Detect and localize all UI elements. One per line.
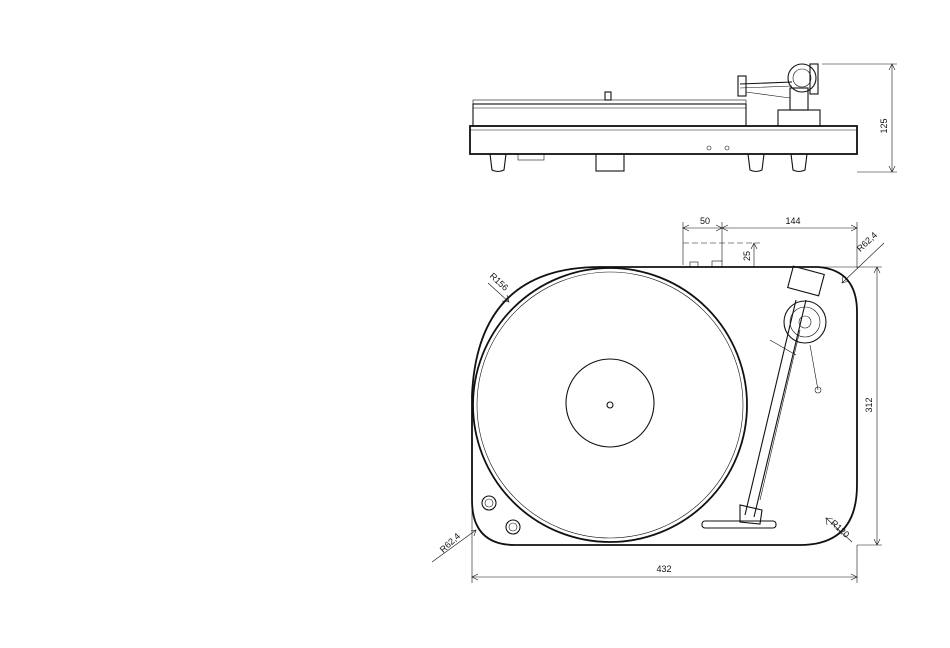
dimension-radius-bottom-right: R120 <box>829 518 852 540</box>
dimension-depth: 312 <box>864 397 874 412</box>
side-feet <box>490 154 807 172</box>
spindle-top <box>607 402 613 408</box>
control-knobs <box>482 496 520 534</box>
dimension-width: 432 <box>656 564 671 574</box>
dimension-offset-144: 144 <box>785 216 800 226</box>
side-spindle <box>605 92 611 100</box>
platter-outer <box>473 268 747 542</box>
side-platter <box>473 104 746 126</box>
platter-inner <box>477 272 743 538</box>
record-label <box>566 359 654 447</box>
top-tonearm <box>702 266 826 528</box>
dimension-depth-25: 25 <box>742 251 752 261</box>
dimension-radius-top-right: R62,4 <box>855 230 879 254</box>
dimension-radius-platter: R156 <box>488 271 511 293</box>
side-view: 125 <box>470 64 897 172</box>
top-plinth-outline <box>472 267 857 545</box>
top-view: 50 144 25 R62,4 R156 R62,4 R120 312 <box>432 216 884 583</box>
dimension-height: 125 <box>879 118 889 133</box>
side-tonearm <box>740 82 792 84</box>
dimension-offset-50: 50 <box>700 216 710 226</box>
side-arm-base <box>778 110 820 126</box>
